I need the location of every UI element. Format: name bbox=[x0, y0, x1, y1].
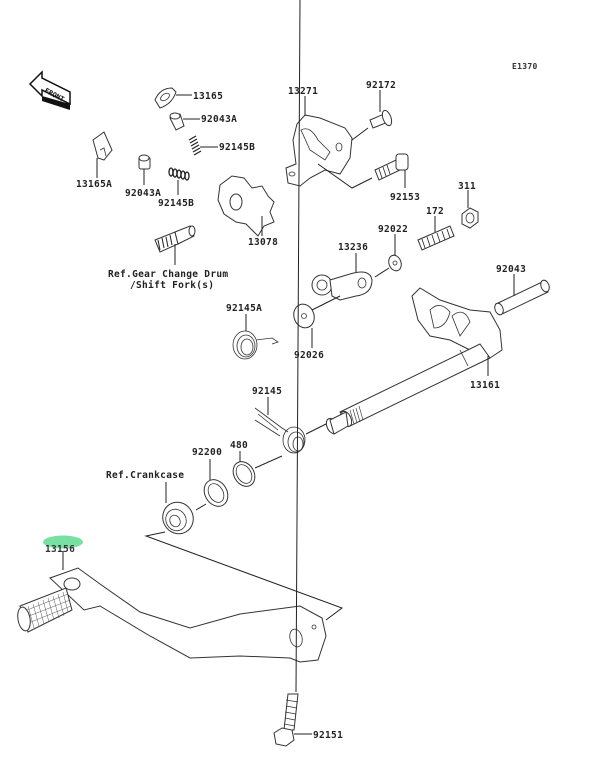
part-13078[interactable]: 13078 bbox=[217, 175, 278, 248]
ref-gear-change-drum-line2: /Shift Fork(s) bbox=[130, 280, 214, 291]
assembly-guide-line bbox=[144, 531, 344, 621]
diagram-code: E1370 bbox=[512, 62, 538, 71]
part-13165A[interactable]: 13165A bbox=[76, 131, 113, 190]
ref-gear-change-drum-line1: Ref.Gear Change Drum bbox=[108, 269, 228, 280]
part-92145[interactable]: 92145 bbox=[252, 386, 327, 454]
part-crankcase-seal: Ref.Crankcase bbox=[106, 470, 194, 535]
label-92043[interactable]: 92043 bbox=[496, 264, 526, 275]
label-13078[interactable]: 13078 bbox=[248, 237, 278, 248]
label-92153[interactable]: 92153 bbox=[390, 192, 420, 203]
part-172[interactable]: 172 bbox=[417, 206, 455, 251]
label-92151[interactable]: 92151 bbox=[313, 730, 343, 741]
label-92026[interactable]: 92026 bbox=[294, 350, 324, 361]
label-92145A[interactable]: 92145A bbox=[226, 303, 262, 314]
part-92145A[interactable]: 92145A bbox=[226, 303, 279, 360]
part-92043A-upper[interactable]: 92043A bbox=[169, 112, 237, 131]
label-480[interactable]: 480 bbox=[230, 440, 248, 451]
label-13165A[interactable]: 13165A bbox=[76, 179, 112, 190]
part-480[interactable]: 480 bbox=[229, 440, 283, 490]
label-13271[interactable]: 13271 bbox=[288, 86, 318, 97]
part-gear-change-drum-pin: Ref.Gear Change Drum /Shift Fork(s) bbox=[108, 225, 228, 291]
label-172[interactable]: 172 bbox=[426, 206, 444, 217]
part-92200[interactable]: 92200 bbox=[192, 447, 233, 511]
part-92145B-lower[interactable]: 92145B bbox=[158, 167, 194, 209]
label-13165[interactable]: 13165 bbox=[193, 91, 223, 102]
highlight-13156[interactable]: 13156 bbox=[43, 535, 83, 556]
part-13271[interactable]: 13271 bbox=[285, 86, 373, 189]
label-92043A-lower[interactable]: 92043A bbox=[125, 188, 161, 199]
label-92043A-upper[interactable]: 92043A bbox=[201, 114, 237, 125]
part-92172[interactable]: 92172 bbox=[351, 80, 396, 141]
highlight-marker[interactable] bbox=[43, 535, 83, 549]
part-92026[interactable]: 92026 bbox=[290, 295, 341, 361]
part-92153[interactable]: 92153 bbox=[374, 153, 420, 203]
part-13161[interactable]: 13161 bbox=[324, 287, 503, 435]
part-13165[interactable]: 13165 bbox=[154, 87, 223, 109]
part-13236[interactable]: 13236 bbox=[311, 242, 373, 301]
shaft-spline-end bbox=[325, 405, 364, 435]
part-92145B-upper[interactable]: 92145B bbox=[188, 135, 255, 156]
label-92145B-lower[interactable]: 92145B bbox=[158, 198, 194, 209]
part-311[interactable]: 311 bbox=[458, 181, 479, 229]
front-arrow-icon: FRONT bbox=[28, 70, 71, 110]
part-92043[interactable]: 92043 bbox=[493, 264, 551, 316]
part-92151[interactable]: 92151 bbox=[273, 0, 343, 747]
label-92200[interactable]: 92200 bbox=[192, 447, 222, 458]
label-13161[interactable]: 13161 bbox=[470, 380, 500, 391]
label-92145[interactable]: 92145 bbox=[252, 386, 282, 397]
label-92172[interactable]: 92172 bbox=[366, 80, 396, 91]
label-311[interactable]: 311 bbox=[458, 181, 476, 192]
label-13236[interactable]: 13236 bbox=[338, 242, 368, 253]
label-92145B-upper[interactable]: 92145B bbox=[219, 142, 255, 153]
part-92043A-lower[interactable]: 92043A bbox=[125, 154, 161, 199]
part-92022[interactable]: 92022 bbox=[374, 224, 408, 278]
label-92022[interactable]: 92022 bbox=[378, 224, 408, 235]
label-13156[interactable]: 13156 bbox=[45, 544, 75, 555]
part-13156[interactable]: 13156 bbox=[16, 535, 327, 663]
ref-crankcase: Ref.Crankcase bbox=[106, 470, 184, 481]
